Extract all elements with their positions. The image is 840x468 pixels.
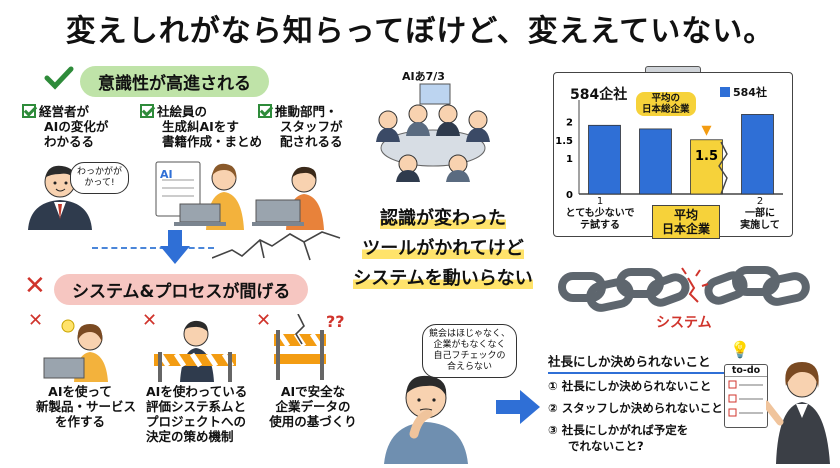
x-icon: ✕ [256,310,272,331]
highlight-callout: 平均の 日本総企業 [636,92,696,116]
manager-speech-bubble: わっかがが かって! [70,162,130,194]
chain-label: システム [656,315,712,331]
systems-item-3: AIで安全な 企業データの 使用の基づくり [269,384,357,429]
x-label-average: 平均 日本企業 [652,205,720,239]
x-icon: ✕ [142,310,158,331]
presenter-woman-illustration [762,352,836,464]
systems-item-2: AIを使わっている 評価システ系ムと プロジェクトへの 決定の策め機制 [146,384,248,444]
checklist-items: ① 社長にしか決められないこと ② スタッフしか決められないこと ③ 社長にしか… [548,378,723,454]
todo-board: to-do [724,364,768,428]
broken-barrier-illustration [268,313,332,384]
list-item: ③ 社長にしかがれば予定を [548,423,689,437]
checkbox-icon [140,104,154,118]
chart-svg: 2 1.5 1 0 1.5 [555,100,783,201]
list-item: でれないこと? [568,439,644,453]
callout-arrow-icon [701,125,712,136]
bar-value-label: 1.5 [695,149,718,164]
y-tick-label: 1.5 [555,136,573,147]
x-label-2: 2 一部に 実施して [740,196,780,231]
checklist-heading: 社長にしか決められないこと [548,351,754,374]
lightbulb-icon: 💡 [730,340,750,359]
y-tick-label: 1 [566,154,573,165]
list-item: ① 社長にしか決められないこと [548,379,712,393]
right-arrow-icon [496,390,540,424]
dashed-divider [92,247,214,249]
legend-swatch [720,87,730,97]
bar-4 [741,114,774,195]
big-x-icon: ✕ [24,271,46,301]
checkbox-icon [22,104,36,118]
bar-2 [639,128,672,195]
axis-break-mark [718,141,728,195]
question-marks: ?? [326,312,345,331]
checkbox-icon [258,104,272,118]
thinking-man-illustration [378,364,474,464]
down-arrow-icon [160,230,190,264]
chart-title: 584企社 [570,87,628,103]
manager-illustration [20,158,100,230]
central-message: 認識が変わった ツールがかれてけど システムを動いらない [353,208,533,289]
woman-laptop-illustration [38,318,120,382]
x-icon: ✕ [28,310,44,331]
awareness-heading: 意識性が高進される [80,66,269,97]
thinker-speech-bubble: 競会はほじゃなく、 企業がもなくなく 自己フチェックの 合えらない [422,324,518,378]
x-label-1: 1 とても少ないで テ試する [565,196,635,231]
list-item: ② スタッフしか決められないこと [548,401,723,415]
staff-laptop-illustration [252,160,332,230]
page-title: 変えしれがなら知らってぼけど、変ええていない。 [65,14,775,49]
systems-heading: システム&プロセスが間げる [54,274,309,305]
awareness-item-3: 推動部門・ スタッフが 配されるる [258,104,343,149]
chart-legend: 584社 [720,84,767,100]
laptop-ai-label: AI [160,168,173,181]
big-check-icon [44,66,74,90]
meeting-illustration [368,82,498,182]
systems-item-1: AIを使って 新製品・サービス を作する [36,384,137,429]
bar-1 [588,124,621,195]
meeting-label: AIあ7/3 [402,70,445,83]
awareness-item-2: 社絵員の 生成糾AIをす 書籍作成・まとめ [140,104,262,149]
y-tick-label: 0 [566,190,573,201]
barrier-man-illustration [150,316,240,382]
crack-decoration [211,228,342,264]
awareness-item-1: 経営者が AIの変化が わかるる [22,104,108,149]
employee-laptop-illustration [150,158,250,230]
y-tick-label: 2 [566,118,573,129]
bar-3 [690,139,723,195]
broken-chain-illustration [558,258,818,320]
